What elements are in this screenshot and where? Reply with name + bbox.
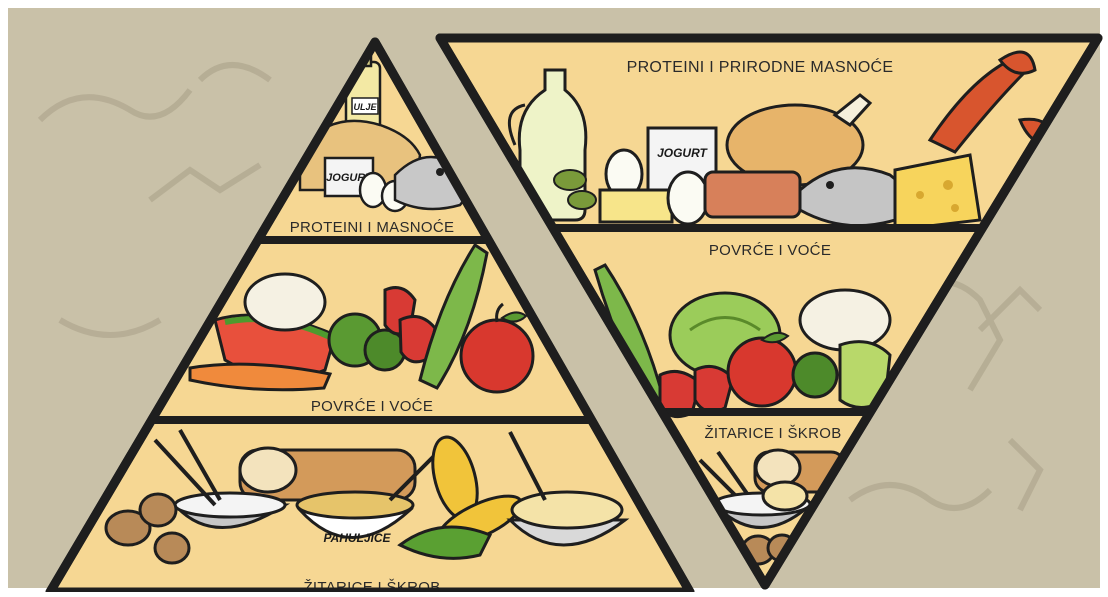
left-tier1-label: PROTEINI I MASNOĆE (290, 219, 455, 236)
butter-icon (600, 190, 672, 222)
right-tier3-label: ŽITARICE I ŠKROB (704, 425, 841, 442)
right-tier2-label: POVRĆE I VOĆE (709, 242, 831, 259)
cereal-label: PAHULJICE (323, 531, 391, 545)
potato-icon (155, 533, 189, 563)
cheese-icon (895, 155, 980, 230)
right-yogurt-label: JOGURT (657, 146, 708, 160)
potato-icon (140, 494, 176, 526)
meat-icon (705, 172, 800, 217)
apple-icon (728, 338, 796, 406)
broccoli-icon (793, 353, 837, 397)
oil-label: ULJE (353, 102, 377, 112)
cauliflower-icon (800, 290, 890, 350)
egg-icon (668, 172, 708, 224)
right-tier1-label: PROTEINI I PRIRODNE MASNOĆE (627, 57, 894, 76)
left-tier2-label: POVRĆE I VOĆE (311, 398, 433, 415)
cauliflower-icon (245, 274, 325, 330)
pasta-icon (763, 482, 807, 510)
apple-icon (461, 320, 533, 392)
